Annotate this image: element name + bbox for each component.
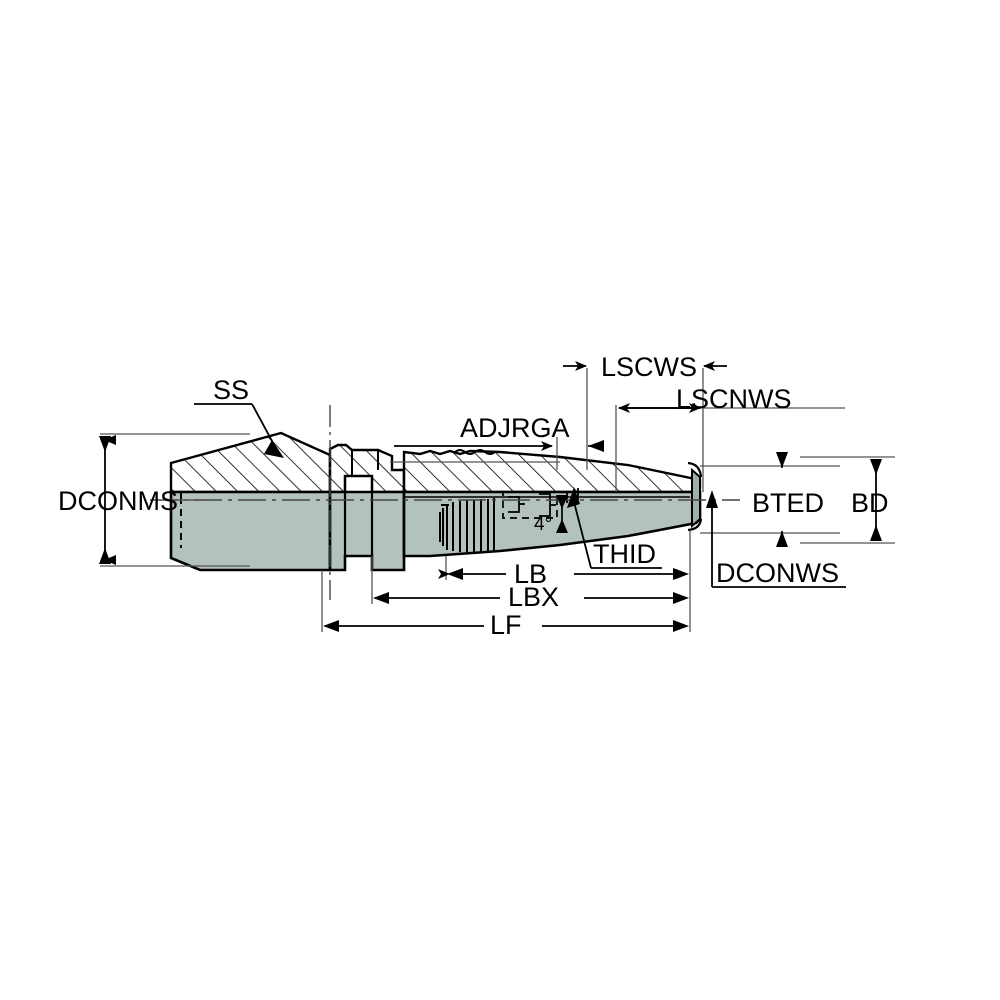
dimension-label-bted: BTED <box>752 488 824 518</box>
internal-hidden-feature <box>502 491 558 519</box>
dimension-ss: SS <box>194 375 284 458</box>
thread-band <box>439 498 495 552</box>
dimension-lbx: LBX <box>371 556 691 612</box>
dimension-thid: THID <box>567 487 662 569</box>
dimension-label-lf: LF <box>490 610 522 640</box>
dimension-bted: BTED <box>700 452 840 547</box>
tool-holder-geometry <box>150 405 740 600</box>
section-hatched-upper-half <box>169 431 702 494</box>
dimension-label-thid: THID <box>593 539 656 569</box>
dimension-adjrga: ADJRGA <box>390 413 570 470</box>
dimension-bd: BD <box>800 456 895 544</box>
dimension-lscws: LSCWS <box>563 352 727 492</box>
dimension-label-dconws: DCONWS <box>716 558 839 588</box>
dimension-label-dconms: DCONMS <box>58 486 178 516</box>
dimension-label-adjrga: ADJRGA <box>460 413 570 443</box>
dimension-label-bd: BD <box>851 488 889 518</box>
dimension-dconms: DCONMS <box>58 433 250 567</box>
dimension-lf: LF <box>321 570 691 640</box>
angle-note-4deg: 4° <box>534 495 568 535</box>
dimension-label-lscnws: LSCNWS <box>676 384 792 414</box>
dimension-dconws: DCONWS <box>706 490 846 588</box>
dimension-label-lbx: LBX <box>508 582 559 612</box>
dimension-label-lscws: LSCWS <box>601 352 697 382</box>
dimension-label-ss: SS <box>213 375 249 405</box>
dimension-lscnws: LSCNWS <box>615 384 845 492</box>
angle-label: 4° <box>534 514 552 535</box>
body-solid-lower-half <box>169 490 702 572</box>
